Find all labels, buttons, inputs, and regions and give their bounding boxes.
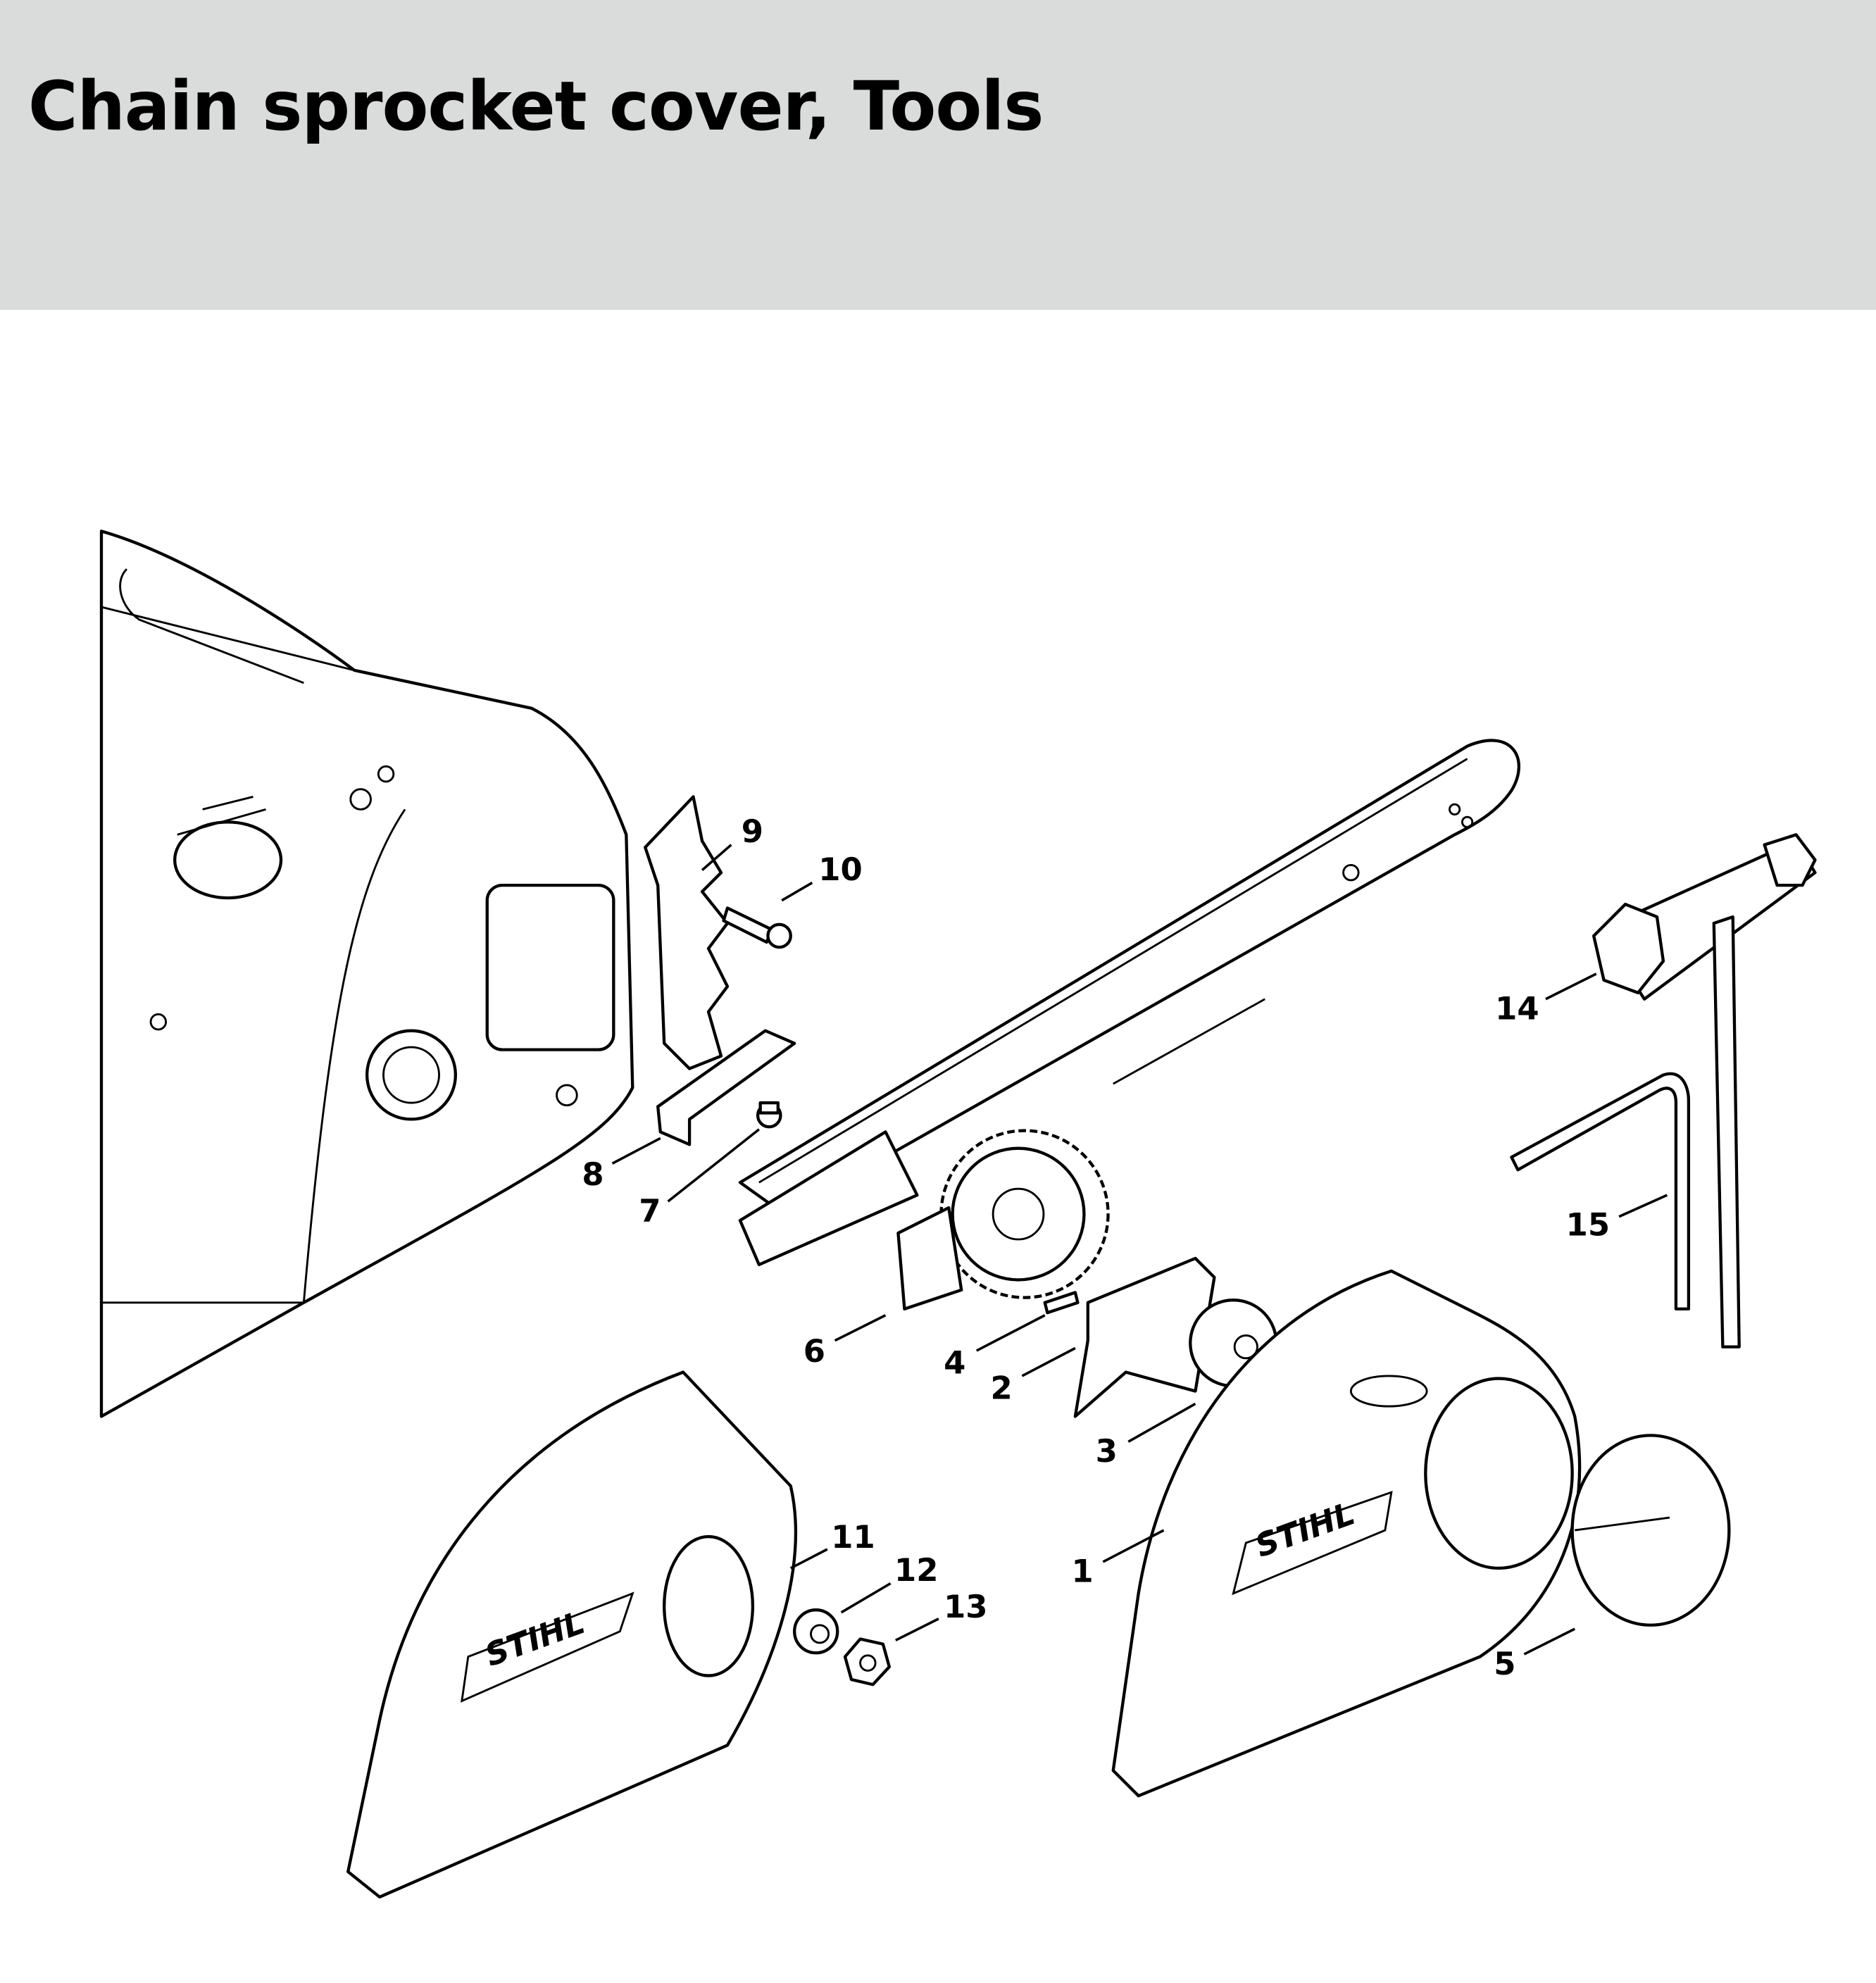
- svg-text:7: 7: [639, 1192, 661, 1230]
- callout-8[interactable]: 8: [582, 1137, 661, 1193]
- part-11-12-13-washer-nut: [793, 1608, 892, 1687]
- chain-tensioner-plate: [738, 1130, 919, 1267]
- part-6-chain-tensioner-sprocket: [896, 1129, 1110, 1310]
- callout-15[interactable]: 15: [1566, 1194, 1668, 1244]
- callout-1[interactable]: 1: [1071, 1529, 1165, 1590]
- callout-13[interactable]: 13: [895, 1588, 988, 1641]
- callout-7[interactable]: 7: [639, 1128, 760, 1230]
- callout-6[interactable]: 6: [803, 1314, 887, 1370]
- svg-text:2: 2: [991, 1369, 1013, 1406]
- callout-11[interactable]: 11: [789, 1518, 875, 1570]
- svg-text:4: 4: [944, 1344, 965, 1381]
- part-4-screw: [1043, 1291, 1080, 1315]
- callout-5[interactable]: 5: [1494, 1627, 1576, 1682]
- callout-9[interactable]: 9: [701, 813, 763, 871]
- part-14-combination-wrench: [1592, 833, 1817, 1349]
- svg-text:15: 15: [1566, 1206, 1610, 1244]
- svg-text:11: 11: [831, 1518, 875, 1556]
- callout-3[interactable]: 3: [1096, 1402, 1196, 1470]
- svg-text:10: 10: [818, 851, 862, 888]
- page-title: Chain sprocket cover, Tools: [28, 67, 1044, 146]
- callout-12[interactable]: 12: [840, 1551, 939, 1614]
- callout-14[interactable]: 14: [1495, 972, 1597, 1027]
- svg-text:6: 6: [803, 1332, 825, 1370]
- svg-text:12: 12: [894, 1551, 938, 1589]
- sprocket-cover-left: STIHL: [346, 1370, 797, 1899]
- part-5-cover-cap: [1570, 1434, 1731, 1627]
- svg-text:5: 5: [1494, 1645, 1515, 1682]
- part-1-sprocket-cover: STIHL: [1111, 1269, 1582, 1798]
- callout-10[interactable]: 10: [781, 851, 863, 902]
- svg-text:1: 1: [1071, 1553, 1093, 1590]
- chainsaw-body: [99, 530, 634, 1418]
- svg-text:13: 13: [944, 1588, 987, 1625]
- part-10-screw: [722, 906, 792, 949]
- callout-2[interactable]: 2: [991, 1346, 1076, 1406]
- part-8-guide-rail: [656, 1029, 796, 1146]
- part-2-spring-plate: [1073, 1256, 1216, 1418]
- part-7-screw: [756, 1101, 782, 1129]
- callout-4[interactable]: 4: [944, 1314, 1046, 1382]
- svg-text:3: 3: [1096, 1432, 1118, 1470]
- part-15-hex-key: [1510, 1072, 1691, 1310]
- svg-text:9: 9: [742, 813, 763, 850]
- header-bar: Chain sprocket cover, Tools: [0, 0, 1876, 310]
- guide-bar: [738, 739, 1520, 1216]
- svg-text:14: 14: [1495, 990, 1539, 1027]
- part-9-chain-catcher: [644, 795, 730, 1070]
- svg-text:8: 8: [582, 1156, 604, 1193]
